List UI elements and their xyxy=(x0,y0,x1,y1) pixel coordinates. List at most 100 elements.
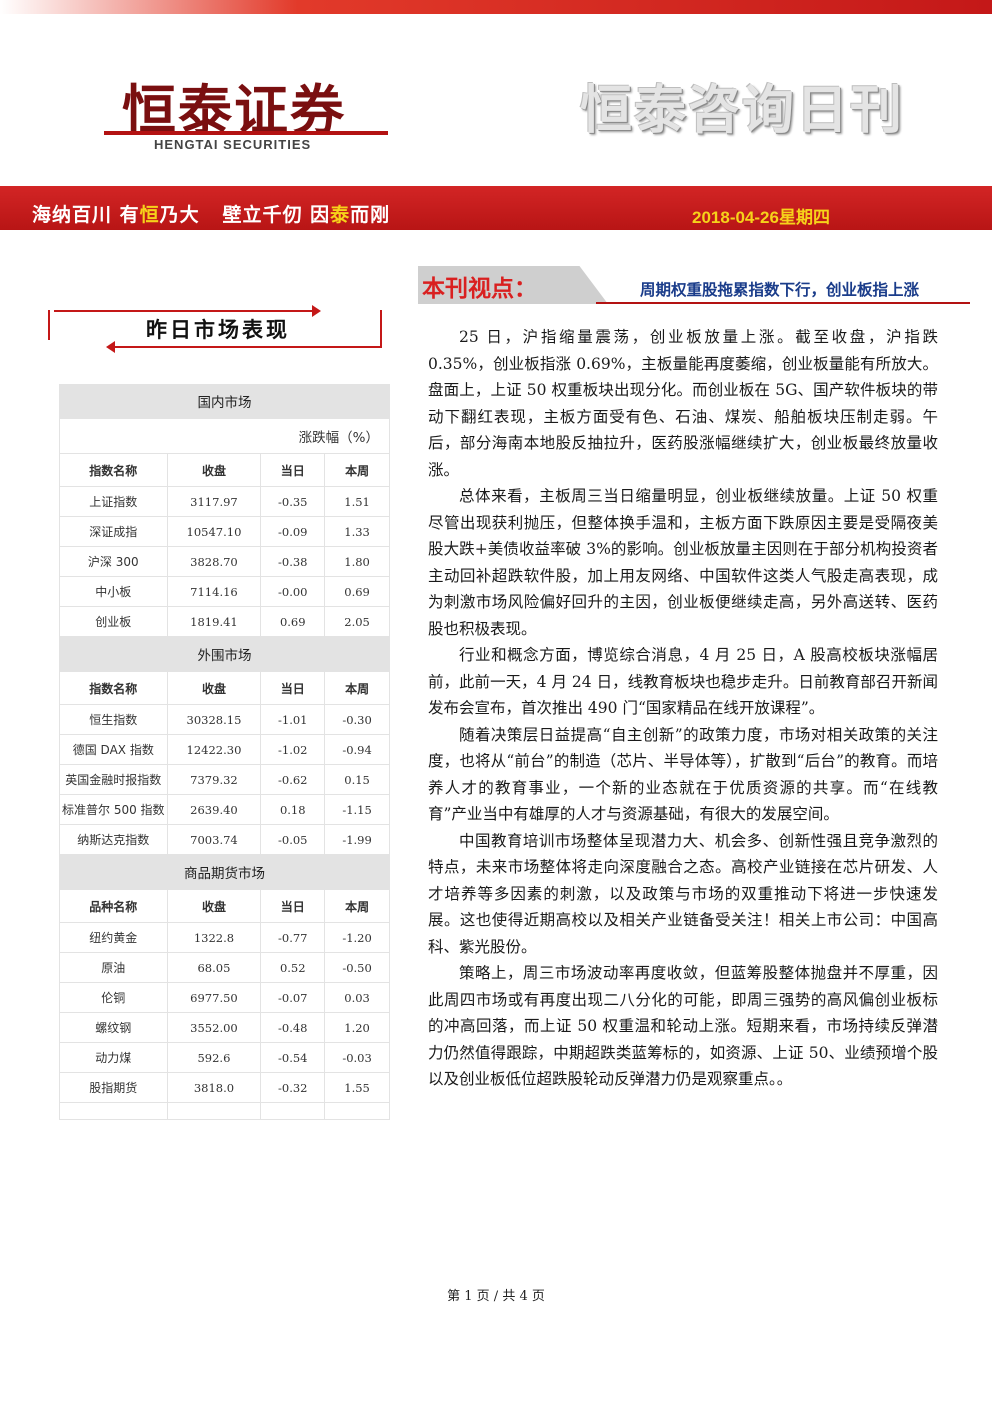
motto-highlight-1: 恒 xyxy=(139,204,160,226)
page-number: 第 1 页 / 共 4 页 xyxy=(447,1289,545,1304)
view-underline xyxy=(596,302,970,304)
article-paragraph: 随着决策层日益提高“自主创新”的政策力度，市场对相关政策的关注度，也将从“前台”… xyxy=(428,725,938,824)
view-label-box: 本刊视点： xyxy=(418,266,608,304)
day-change: -0.09 xyxy=(260,516,326,547)
commodity-name: 股指期货 xyxy=(59,1072,168,1103)
week-change: -0.03 xyxy=(324,1042,390,1073)
motto-part-2: 乃大 xyxy=(159,204,200,226)
week-change: -1.99 xyxy=(324,824,390,855)
empty-cell xyxy=(324,1102,390,1120)
close-value: 1819.41 xyxy=(167,606,262,637)
commodity-name: 动力煤 xyxy=(59,1042,168,1073)
title-right-line xyxy=(380,310,382,348)
market-section-title: 昨日市场表现 xyxy=(46,302,384,353)
column-header: 本周 xyxy=(324,453,390,487)
company-logo: 恒泰证券 HENGTAI SECURITIES xyxy=(104,62,388,162)
index-name: 德国 DAX 指数 xyxy=(59,734,168,765)
close-value: 7114.16 xyxy=(167,576,262,607)
week-change: -0.50 xyxy=(324,952,390,983)
commodity-name: 原油 xyxy=(59,952,168,983)
close-value: 3117.97 xyxy=(167,486,262,517)
index-name: 深证成指 xyxy=(59,516,168,547)
close-value: 3828.70 xyxy=(167,546,262,577)
close-value: 10547.10 xyxy=(167,516,262,547)
publication-title: 恒泰咨询日刊 xyxy=(580,81,905,141)
motto: 海纳百川 有恒乃大 壁立千仞 因泰而刚 xyxy=(32,200,390,227)
day-change: -0.32 xyxy=(260,1072,326,1103)
overseas-market-title: 外围市场 xyxy=(59,636,390,672)
week-change: -1.20 xyxy=(324,922,390,953)
day-change: -0.48 xyxy=(260,1012,326,1043)
index-name: 上证指数 xyxy=(59,486,168,517)
day-change: -0.00 xyxy=(260,576,326,607)
day-change: -0.35 xyxy=(260,486,326,517)
day-change: -0.07 xyxy=(260,982,326,1013)
change-unit-label: 涨跌幅（%） xyxy=(59,418,390,454)
title-top-line xyxy=(54,310,316,312)
day-change: 0.18 xyxy=(260,794,326,825)
close-value: 68.05 xyxy=(167,952,262,983)
arrow-right-icon xyxy=(312,305,321,317)
column-header: 品种名称 xyxy=(59,889,168,923)
day-change: -0.54 xyxy=(260,1042,326,1073)
title-left-line xyxy=(48,310,50,340)
week-change: 0.15 xyxy=(324,764,390,795)
article-paragraph: 策略上，周三市场波动率再度收敛，但蓝筹股整体抛盘并不厚重，因此周四市场或有再度出… xyxy=(428,964,938,1088)
index-name: 恒生指数 xyxy=(59,704,168,735)
header-band xyxy=(0,186,992,230)
column-header: 指数名称 xyxy=(59,671,168,705)
day-change: -0.62 xyxy=(260,764,326,795)
close-value: 7379.32 xyxy=(167,764,262,795)
day-change: -0.38 xyxy=(260,546,326,577)
close-value: 6977.50 xyxy=(167,982,262,1013)
empty-cell xyxy=(59,1102,168,1120)
motto-part-3: 壁立千仞 因 xyxy=(222,204,331,226)
commodity-name: 伦铜 xyxy=(59,982,168,1013)
week-change: 1.80 xyxy=(324,546,390,577)
empty-cell xyxy=(260,1102,326,1120)
domestic-market-title: 国内市场 xyxy=(59,384,390,419)
close-value: 2639.40 xyxy=(167,794,262,825)
day-change: -0.77 xyxy=(260,922,326,953)
arrow-left-icon xyxy=(106,341,115,353)
issue-weekday: 星期四 xyxy=(778,208,830,228)
week-change: 1.51 xyxy=(324,486,390,517)
day-change: 0.69 xyxy=(260,606,326,637)
motto-part-4: 而刚 xyxy=(350,204,391,226)
close-value: 1322.8 xyxy=(167,922,262,953)
column-header: 收盘 xyxy=(167,889,262,923)
logo-english-name: HENGTAI SECURITIES xyxy=(154,137,312,152)
day-change: -1.01 xyxy=(260,704,326,735)
day-change: -0.05 xyxy=(260,824,326,855)
column-header: 本周 xyxy=(324,889,390,923)
logo-underline xyxy=(104,131,388,135)
column-header: 指数名称 xyxy=(59,453,168,487)
close-value: 7003.74 xyxy=(167,824,262,855)
week-change: -0.30 xyxy=(324,704,390,735)
article-body: 25 日，沪指缩量震荡，创业板放量上涨。截至收盘，沪指跌 0.35%，创业板指涨… xyxy=(428,324,938,1093)
index-name: 中小板 xyxy=(59,576,168,607)
day-change: 0.52 xyxy=(260,952,326,983)
close-value: 30328.15 xyxy=(167,704,262,735)
motto-part-1: 海纳百川 有 xyxy=(32,204,140,226)
week-change: 1.55 xyxy=(324,1072,390,1103)
column-header: 收盘 xyxy=(167,671,262,705)
article-paragraph: 总体来看，主板周三当日缩量明显，创业板继续放量。上证 50 权重尽管出现获利抛压… xyxy=(428,487,938,638)
week-change: 2.05 xyxy=(324,606,390,637)
index-name: 英国金融时报指数 xyxy=(59,764,168,795)
index-name: 创业板 xyxy=(59,606,168,637)
column-header: 当日 xyxy=(260,671,326,705)
